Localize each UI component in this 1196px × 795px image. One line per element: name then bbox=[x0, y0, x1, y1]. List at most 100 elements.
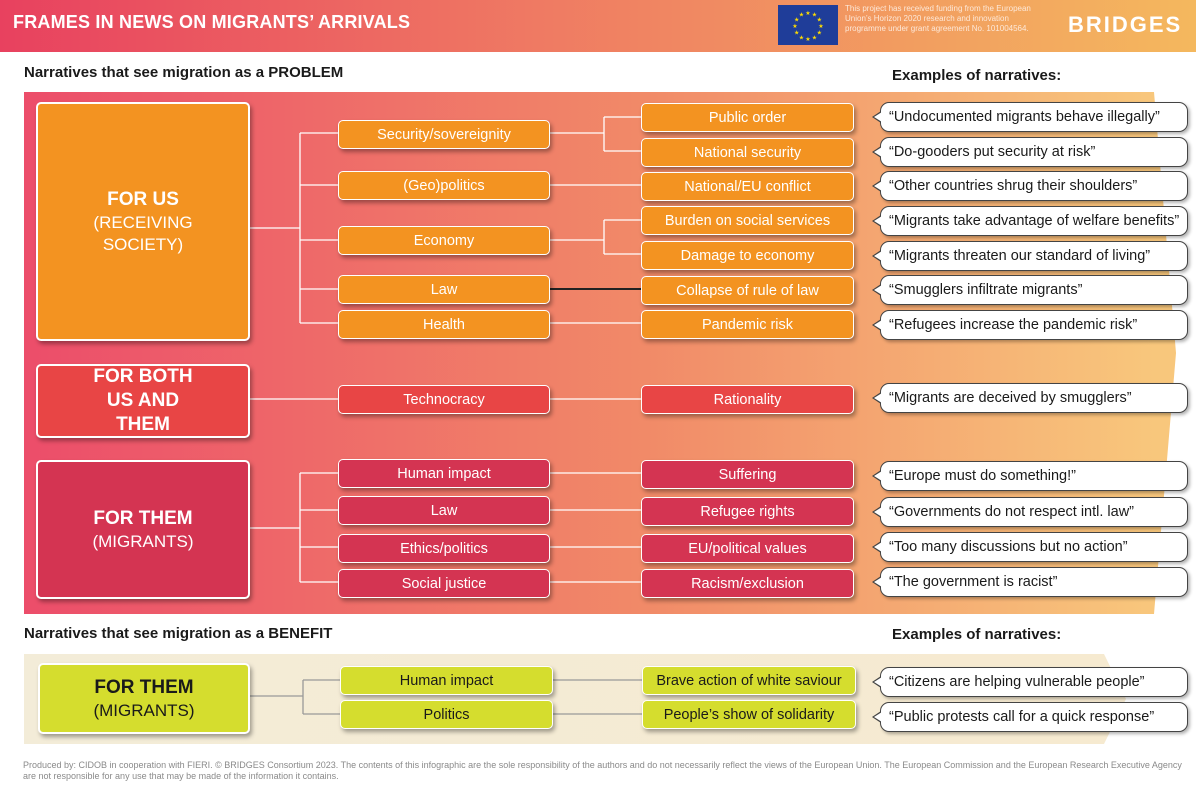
speech-tail-icon bbox=[872, 250, 882, 262]
category-pill: Law bbox=[338, 496, 550, 525]
speech-tail-icon bbox=[872, 180, 882, 192]
speech-tail-icon bbox=[872, 319, 882, 331]
group-for-both: FOR BOTH US AND THEM bbox=[36, 364, 250, 438]
category-pill: Economy bbox=[338, 226, 550, 255]
svg-text:★: ★ bbox=[805, 10, 810, 17]
group-subtitle: (MIGRANTS) bbox=[92, 531, 194, 551]
category-pill: Ethics/politics bbox=[338, 534, 550, 563]
bridges-logo: BRIDGES bbox=[1068, 12, 1183, 37]
svg-text:★: ★ bbox=[817, 17, 822, 24]
quote-text: “Migrants threaten our standard of livin… bbox=[889, 248, 1151, 264]
category-pill: Technocracy bbox=[338, 385, 550, 414]
group-subtitle: (MIGRANTS) bbox=[93, 700, 195, 720]
frame-pill: Racism/exclusion bbox=[641, 569, 854, 598]
example-quote: “Public protests call for a quick respon… bbox=[872, 702, 1188, 732]
group-for-them-benefit: FOR THEM (MIGRANTS) bbox=[38, 663, 250, 734]
quote-text: “Europe must do something!” bbox=[889, 468, 1076, 484]
quote-text: “Too many discussions but no action” bbox=[889, 539, 1128, 555]
footer-disclaimer: Produced by: CIDOB in cooperation with F… bbox=[23, 760, 1182, 781]
frame-pill: National security bbox=[641, 138, 854, 167]
svg-text:★: ★ bbox=[794, 17, 799, 24]
quote-text: “Undocumented migrants behave illegally” bbox=[889, 109, 1160, 125]
svg-text:★: ★ bbox=[812, 34, 817, 41]
quote-text: “Do-gooders put security at risk” bbox=[889, 144, 1096, 160]
frame-pill: Refugee rights bbox=[641, 497, 854, 526]
category-pill: Law bbox=[338, 275, 550, 304]
example-quote: “Smugglers infiltrate migrants” bbox=[872, 275, 1188, 305]
problem-section-title: Narratives that see migration as a PROBL… bbox=[24, 64, 344, 81]
speech-tail-icon bbox=[872, 146, 882, 158]
svg-text:★: ★ bbox=[812, 12, 817, 19]
speech-tail-icon bbox=[872, 541, 882, 553]
quote-text: “Other countries shrug their shoulders” bbox=[889, 178, 1138, 194]
example-quote: “Other countries shrug their shoulders” bbox=[872, 171, 1188, 201]
frame-pill: Rationality bbox=[641, 385, 854, 414]
group-title: FOR US bbox=[107, 188, 179, 210]
frame-pill: Burden on social services bbox=[641, 206, 854, 235]
frame-pill: Public order bbox=[641, 103, 854, 132]
speech-tail-icon bbox=[872, 284, 882, 296]
frame-pill: Pandemic risk bbox=[641, 310, 854, 339]
speech-tail-icon bbox=[872, 676, 882, 688]
eu-funding-notice: This project has received funding from t… bbox=[845, 4, 1031, 33]
group-title: FOR THEM bbox=[93, 507, 193, 529]
svg-text:★: ★ bbox=[805, 36, 810, 43]
frame-pill: Suffering bbox=[641, 460, 854, 489]
svg-text:★: ★ bbox=[799, 12, 804, 19]
group-for-them: FOR THEM (MIGRANTS) bbox=[36, 460, 250, 599]
quote-text: “Governments do not respect intl. law” bbox=[889, 504, 1134, 520]
problem-examples-heading: Examples of narratives: bbox=[892, 67, 1062, 84]
category-pill: Human impact bbox=[340, 666, 553, 695]
category-pill: Human impact bbox=[338, 459, 550, 488]
category-pill: Security/sovereignity bbox=[338, 120, 550, 149]
page-title: FRAMES IN NEWS ON MIGRANTS’ ARRIVALS bbox=[13, 12, 411, 32]
frame-pill: National/EU conflict bbox=[641, 172, 854, 201]
speech-tail-icon bbox=[872, 111, 882, 123]
benefit-section-title: Narratives that see migration as a BENEF… bbox=[24, 625, 333, 642]
header-banner bbox=[0, 0, 1196, 52]
category-pill: Health bbox=[338, 310, 550, 339]
svg-text:★: ★ bbox=[799, 34, 804, 41]
example-quote: “Migrants threaten our standard of livin… bbox=[872, 241, 1188, 271]
quote-text: “Public protests call for a quick respon… bbox=[889, 709, 1155, 725]
frame-pill: Collapse of rule of law bbox=[641, 276, 854, 305]
svg-text:★: ★ bbox=[792, 23, 797, 30]
example-quote: “Do-gooders put security at risk” bbox=[872, 137, 1188, 167]
group-title: FOR THEM bbox=[94, 676, 194, 698]
quote-text: “Migrants are deceived by smugglers” bbox=[889, 390, 1132, 406]
svg-text:★: ★ bbox=[794, 30, 799, 37]
frame-pill: EU/political values bbox=[641, 534, 854, 563]
example-quote: “Citizens are helping vulnerable people” bbox=[872, 667, 1188, 697]
svg-text:★: ★ bbox=[818, 23, 823, 30]
quote-text: “Citizens are helping vulnerable people” bbox=[889, 674, 1145, 690]
example-quote: “Migrants are deceived by smugglers” bbox=[872, 383, 1188, 413]
example-quote: “Migrants take advantage of welfare bene… bbox=[872, 206, 1188, 236]
frame-pill: Brave action of white saviour bbox=[642, 666, 856, 695]
eu-flag-icon: ★★★ ★★★ ★★★ ★★★ bbox=[778, 5, 838, 45]
example-quote: “Governments do not respect intl. law” bbox=[872, 497, 1188, 527]
example-quote: “Refugees increase the pandemic risk” bbox=[872, 310, 1188, 340]
group-for-us: FOR US (RECEIVING SOCIETY) bbox=[36, 102, 250, 341]
frame-pill: People’s show of solidarity bbox=[642, 700, 856, 729]
speech-tail-icon bbox=[872, 711, 882, 723]
benefit-examples-heading: Examples of narratives: bbox=[892, 626, 1062, 643]
svg-text:★: ★ bbox=[817, 30, 822, 37]
quote-text: “Refugees increase the pandemic risk” bbox=[889, 317, 1138, 333]
speech-tail-icon bbox=[872, 215, 882, 227]
category-pill: (Geo)politics bbox=[338, 171, 550, 200]
example-quote: “Too many discussions but no action” bbox=[872, 532, 1188, 562]
quote-text: “Migrants take advantage of welfare bene… bbox=[889, 213, 1180, 229]
example-quote: “Undocumented migrants behave illegally” bbox=[872, 102, 1188, 132]
group-subtitle: (RECEIVING SOCIETY) bbox=[93, 212, 193, 254]
frame-pill: Damage to economy bbox=[641, 241, 854, 270]
speech-tail-icon bbox=[872, 470, 882, 482]
example-quote: “Europe must do something!” bbox=[872, 461, 1188, 491]
quote-text: “The government is racist” bbox=[889, 574, 1058, 590]
category-pill: Social justice bbox=[338, 569, 550, 598]
speech-tail-icon bbox=[872, 576, 882, 588]
category-pill: Politics bbox=[340, 700, 553, 729]
quote-text: “Smugglers infiltrate migrants” bbox=[889, 282, 1083, 298]
example-quote: “The government is racist” bbox=[872, 567, 1188, 597]
group-title: FOR BOTH US AND THEM bbox=[93, 366, 193, 435]
